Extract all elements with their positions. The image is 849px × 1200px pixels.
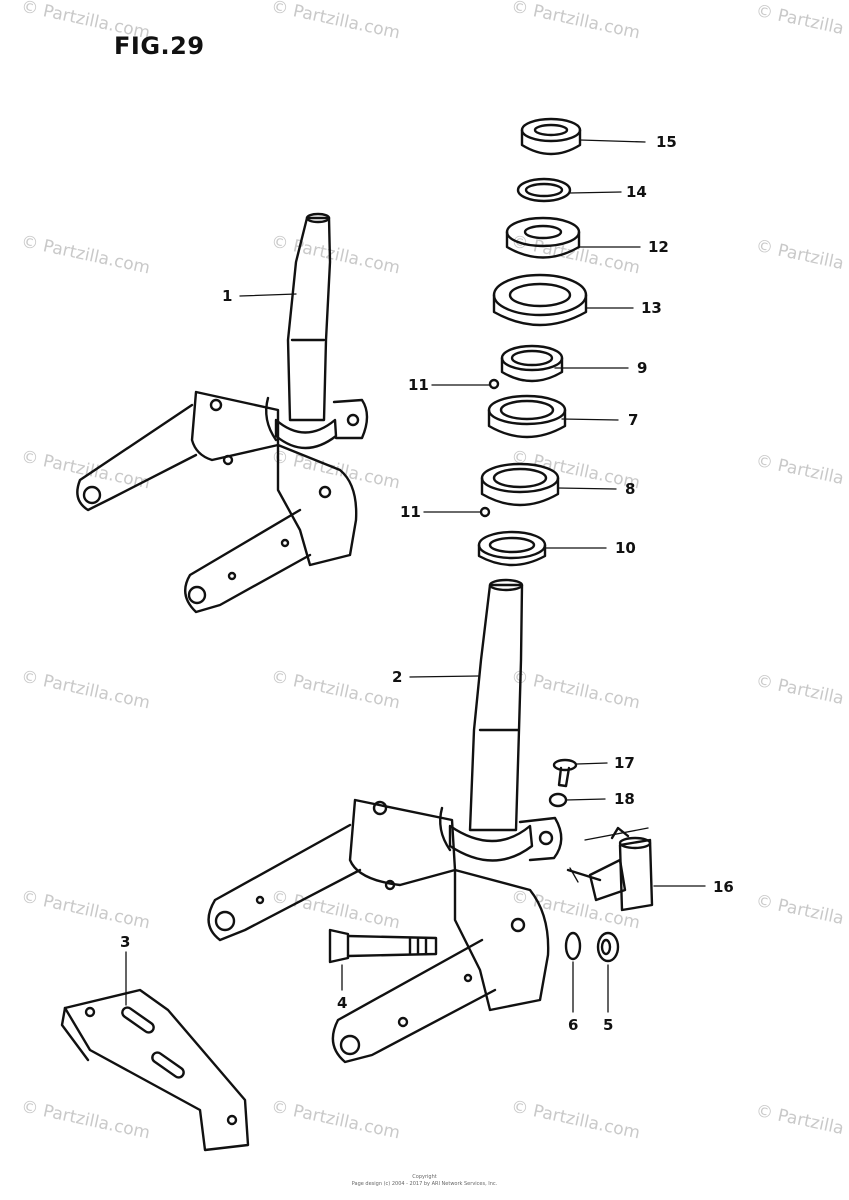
page-design-credit: Page design (c) 2004 - 2017 by ARI Netwo… [351,1181,498,1187]
nut-12 [505,216,581,259]
callout-15: 15 [656,133,677,151]
callout-11a: 11 [408,376,429,394]
callout-10: 10 [615,539,636,557]
steering-lock [566,826,654,912]
ball-11a [488,378,500,390]
bracket [60,988,250,1152]
bearing-9 [500,344,564,383]
steering-stem-upper [76,212,369,614]
callout-2: 2 [392,668,402,686]
callout-14: 14 [626,183,647,201]
figure-title: FIG.29 [114,32,205,60]
leader-lines [125,139,706,1013]
bearing-10 [477,530,547,567]
bearing-cover-13 [492,273,588,327]
callout-12: 12 [648,238,669,256]
nut-18 [548,792,568,808]
lock-nut-15 [520,117,582,156]
race-8 [480,462,560,507]
callout-11b: 11 [400,503,421,521]
callout-8: 8 [625,480,635,498]
callout-16: 16 [713,878,734,896]
callout-9: 9 [637,359,647,377]
callout-18: 18 [614,790,635,808]
callout-1: 1 [222,287,232,305]
callout-7: 7 [628,411,638,429]
steering-stem-lower [207,578,563,1064]
callout-13: 13 [641,299,662,317]
callout-6: 6 [568,1016,578,1034]
race-7 [487,394,567,439]
callout-3: 3 [120,933,130,951]
callout-5: 5 [603,1016,613,1034]
bolt [328,928,438,964]
washer-14 [516,177,572,203]
ball-11b [479,506,491,518]
callout-4: 4 [337,994,347,1012]
spacer-5 [596,931,620,963]
callout-17: 17 [614,754,635,772]
copyright-line: Copyright [412,1174,437,1180]
screw-17 [552,758,578,788]
washer-6 [564,931,582,961]
